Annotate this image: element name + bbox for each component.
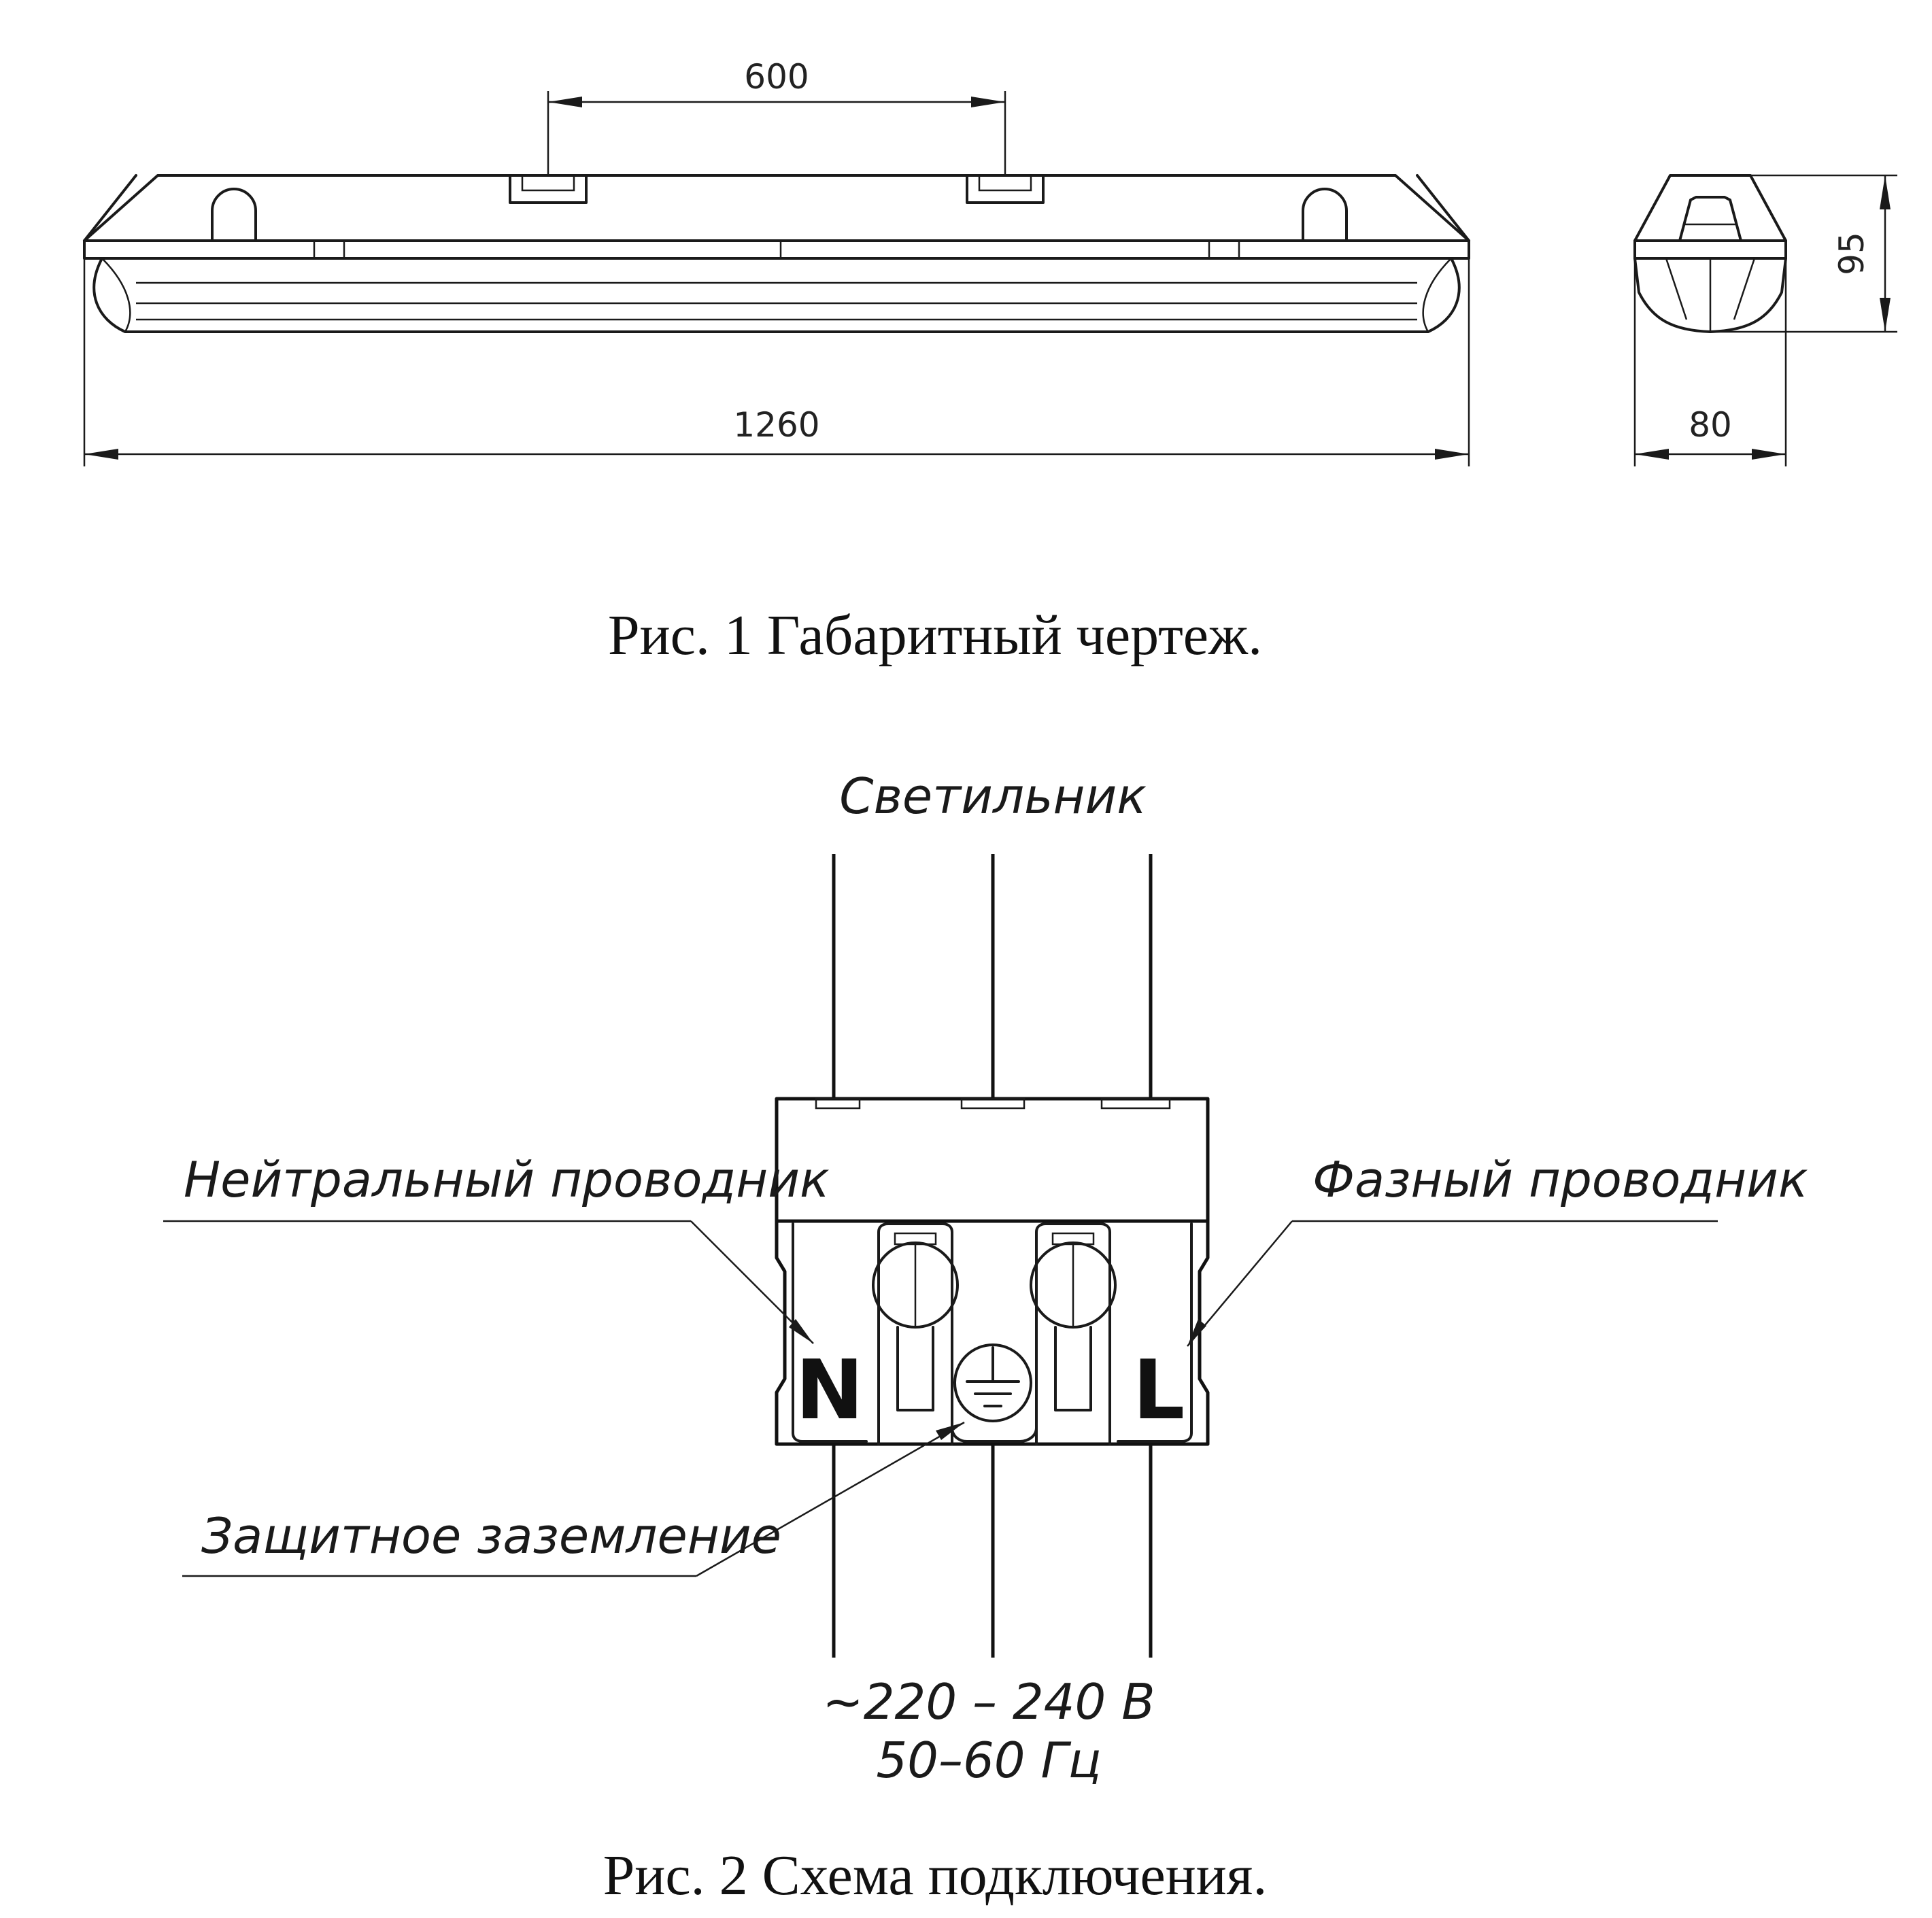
figure2-caption: Рис. 2 Схема подключения. <box>603 1844 1268 1907</box>
neutral-conductor-label: Нейтральный проводник <box>184 1151 830 1208</box>
end-clip-left <box>211 188 257 242</box>
screw-housing-left <box>877 1222 953 1445</box>
dimension-1260-label: 1260 <box>733 405 819 445</box>
terminal-block <box>775 1097 1210 1446</box>
dimension-length <box>83 258 1470 466</box>
side-view <box>1633 174 1787 333</box>
dimension-600-label: 600 <box>744 57 809 97</box>
leader-ground <box>182 1421 965 1577</box>
terminal-l-label: L <box>1133 1343 1185 1438</box>
housing-flange <box>83 239 1470 260</box>
screw-housing-right <box>1035 1222 1111 1445</box>
luminaire-label: Светильник <box>839 768 1147 825</box>
leader-neutral <box>163 1220 814 1344</box>
dimension-95-label: 95 <box>1832 232 1871 275</box>
front-view <box>83 174 1470 333</box>
protective-earth-label: Защитное заземление <box>201 1507 781 1564</box>
leader-phase <box>1187 1220 1718 1347</box>
supply-frequency-label: 50–60 Гц <box>876 1732 1101 1789</box>
terminal-n-label: N <box>796 1343 864 1438</box>
dimension-width <box>1633 258 1787 466</box>
side-housing <box>1633 174 1787 242</box>
ground-icon <box>953 1343 1032 1422</box>
diffuser <box>92 257 1461 333</box>
dimension-80-label: 80 <box>1689 405 1732 445</box>
phase-conductor-label: Фазный проводник <box>1312 1151 1808 1208</box>
dimension-mount-spacing <box>547 91 1006 175</box>
figure1-caption: Рис. 1 Габаритный чертеж. <box>608 604 1262 667</box>
dimension-height <box>1714 174 1897 333</box>
housing-top <box>83 174 1470 242</box>
supply-voltage-label: ~220 – 240 В <box>822 1673 1155 1730</box>
end-clip-right <box>1302 188 1348 242</box>
